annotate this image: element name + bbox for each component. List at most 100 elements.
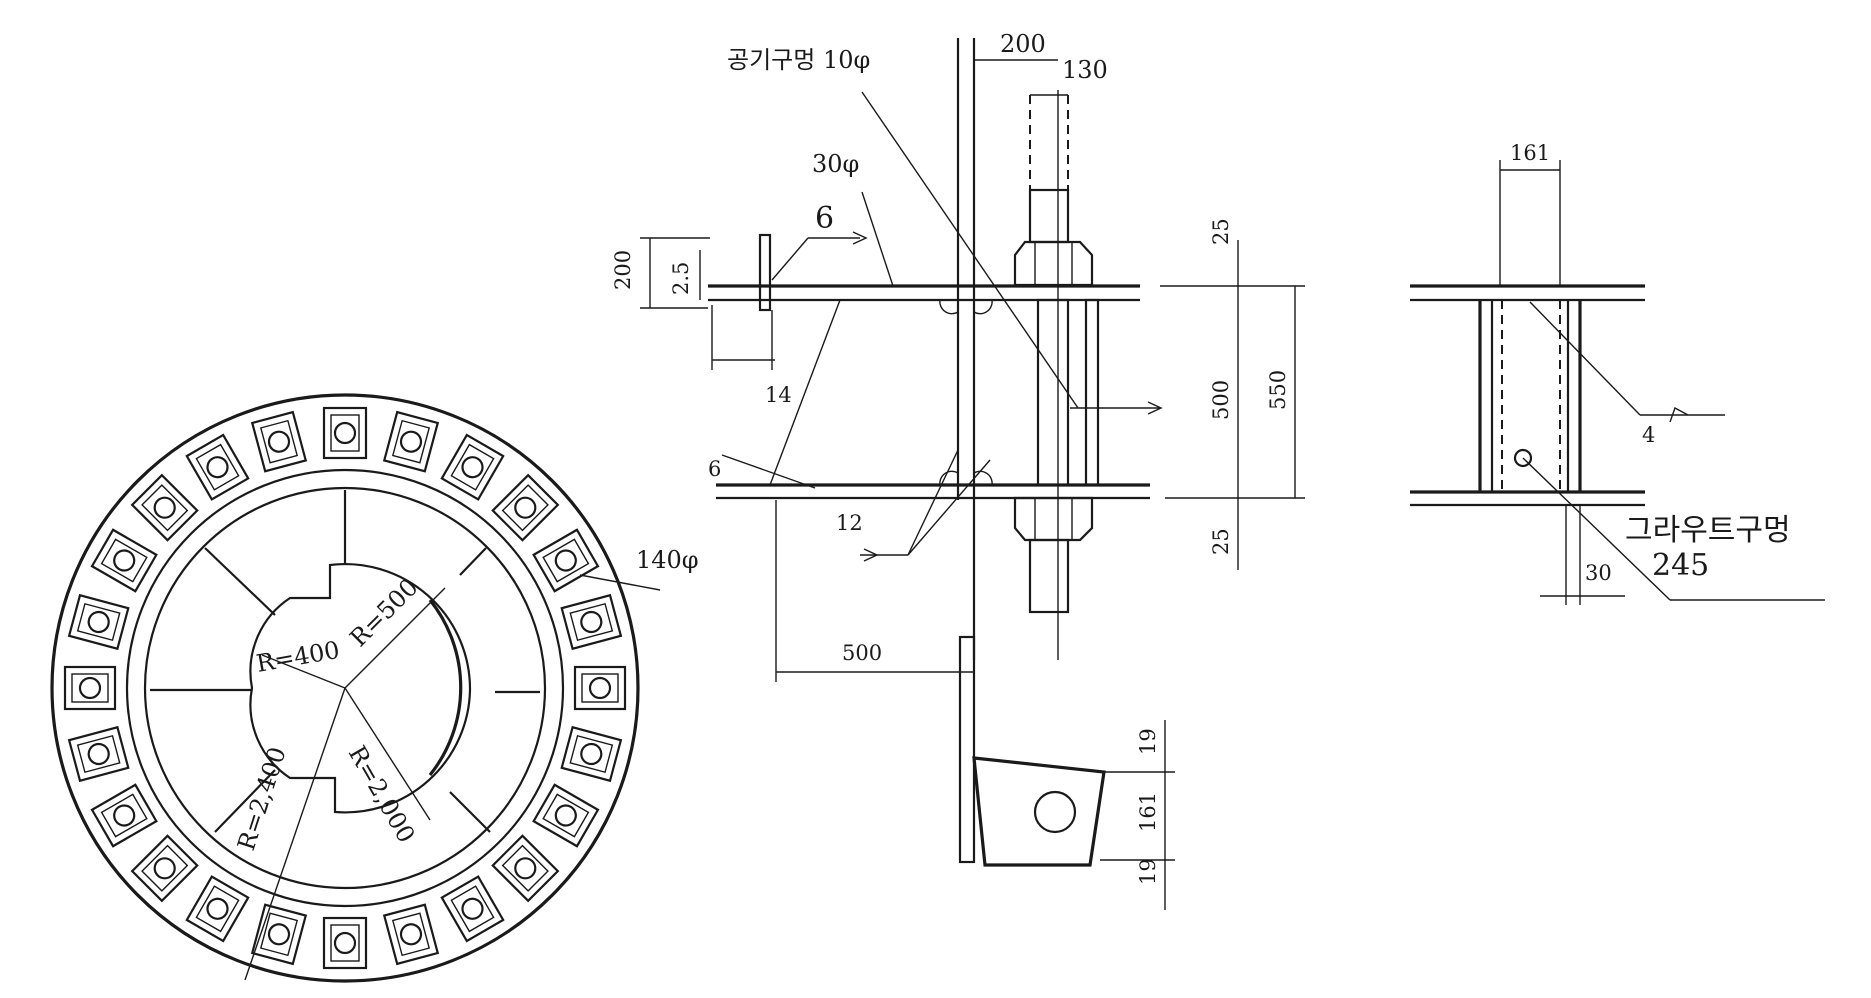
radius-400-label: R=400 — [254, 636, 342, 678]
bolt-box — [90, 783, 158, 848]
bolt-shank — [1036, 298, 1070, 487]
bolt-box-inner — [195, 443, 240, 491]
bolt-box — [322, 406, 368, 460]
dim-25-bottom-label: 25 — [1209, 528, 1233, 555]
bolt-box-outer — [63, 665, 117, 711]
bolt-box-outer — [322, 916, 368, 970]
bolt-box-outer — [382, 903, 440, 966]
dim-200-left-label: 200 — [611, 250, 635, 290]
bolt-box-inner — [259, 912, 299, 957]
dim-200-top-label: 200 — [1000, 30, 1046, 58]
bolt-box-inner — [569, 602, 614, 642]
bolt-hole — [206, 897, 229, 920]
rib-lower-left — [214, 769, 276, 833]
bolt-box — [440, 875, 505, 943]
bolt-hole — [87, 742, 110, 766]
bolt-box-inner — [542, 538, 590, 583]
bolt-box-inner — [100, 793, 148, 838]
bolt-box-group — [63, 406, 627, 970]
bolt-box — [382, 903, 440, 966]
bolt-box-outer — [491, 473, 560, 542]
bolt-hole — [333, 421, 357, 445]
bolt-box — [322, 916, 368, 970]
bolt-box-outer — [90, 528, 158, 593]
bolt-box — [491, 834, 560, 903]
bolt-box-outer — [185, 433, 250, 501]
hole-30-label: 30φ — [812, 150, 859, 178]
weld-12-leader-1 — [907, 449, 959, 556]
bolt-box-outer — [322, 406, 368, 460]
weld-4-leader — [1529, 301, 1641, 416]
nut-bottom — [1013, 496, 1094, 542]
bolt-hole — [554, 549, 577, 572]
bolt-box-inner — [501, 844, 549, 892]
bolt-box-outer — [90, 783, 158, 848]
weld-6-symbol — [852, 231, 868, 245]
top-stiffener — [758, 233, 772, 312]
air-hole-label: 공기구멍 10φ — [727, 46, 870, 74]
bolt-hole — [113, 804, 136, 827]
bolt-box — [532, 783, 600, 848]
inner-plate-circle — [143, 486, 547, 890]
outer-ring-circle — [50, 393, 640, 983]
bolt-box — [90, 528, 158, 593]
bolt-box-outer — [560, 593, 623, 651]
bolt-box-outer — [382, 410, 440, 473]
bolt-hole — [267, 923, 291, 946]
bolt-box-outer — [440, 433, 505, 501]
bolt-box-outer — [532, 528, 600, 593]
side-view: 161 4 그라우트구멍 245 30 — [1410, 141, 1825, 605]
bolt-hole — [399, 923, 423, 946]
weld-arc-bottom-right — [973, 470, 993, 486]
bolt-box-inner — [450, 885, 495, 933]
bolt-box-outer — [130, 473, 199, 542]
bolt-box — [250, 903, 308, 966]
bolt-box-inner — [542, 793, 590, 838]
bolt-ring-inner-circle — [125, 468, 565, 908]
bolt-box-inner — [569, 734, 614, 774]
bolt-hole-label: 140φ — [636, 546, 699, 574]
bolt-box — [573, 665, 627, 711]
bolt-box-outer — [250, 410, 308, 473]
rib-lower-right — [449, 791, 491, 833]
bolt-hole — [153, 496, 176, 519]
bolt-weld-symbol — [1147, 401, 1163, 415]
bolt-hole — [206, 456, 229, 479]
bolt-box — [185, 433, 250, 501]
bolt-bottom-shank — [1028, 538, 1070, 614]
weld-4-symbol — [1669, 406, 1689, 423]
plan-view: R=400 R=500 R=2,400 R=2,000 140φ — [50, 393, 699, 983]
bolt-box-inner — [450, 443, 495, 491]
bolt-hole — [554, 804, 577, 827]
bolt-box-inner — [581, 673, 619, 703]
bolt-box — [250, 410, 308, 473]
bolt-box — [67, 593, 130, 651]
dim-25-top-label: 25 — [1209, 218, 1233, 245]
grout-hole-label: 그라우트구멍 — [1625, 513, 1791, 548]
bolt-top-shank — [1028, 188, 1070, 244]
dim-19-bottom-label: 19 — [1136, 858, 1160, 885]
weld-6-leader — [771, 237, 809, 281]
bolt-box — [67, 725, 130, 783]
nut-top — [1013, 240, 1094, 287]
radius-400-leader — [261, 654, 346, 689]
bolt-box-inner — [391, 912, 431, 957]
rib-upper-left — [204, 547, 276, 616]
bolt-hole — [267, 430, 291, 453]
dim-500-v-label: 500 — [1209, 380, 1233, 420]
dim-2-5-label: 2.5 — [669, 262, 693, 295]
radius-500-leader — [344, 587, 446, 689]
hub-arc-500 — [428, 599, 463, 776]
bolt-hole — [461, 897, 484, 920]
bolt-hole-leader — [579, 574, 661, 591]
bolt-box-inner — [195, 885, 240, 933]
weld-arc-top-right — [973, 299, 993, 315]
hole-30-leader — [861, 191, 894, 287]
weld-6-top-label: 6 — [815, 201, 834, 236]
lug-plate — [958, 635, 976, 864]
bolt-box-inner — [100, 538, 148, 583]
bolt-box-inner — [501, 484, 549, 532]
dim-19-top-label: 19 — [1136, 728, 1160, 755]
bolt-box — [185, 875, 250, 943]
weld-left-leader — [769, 299, 841, 486]
